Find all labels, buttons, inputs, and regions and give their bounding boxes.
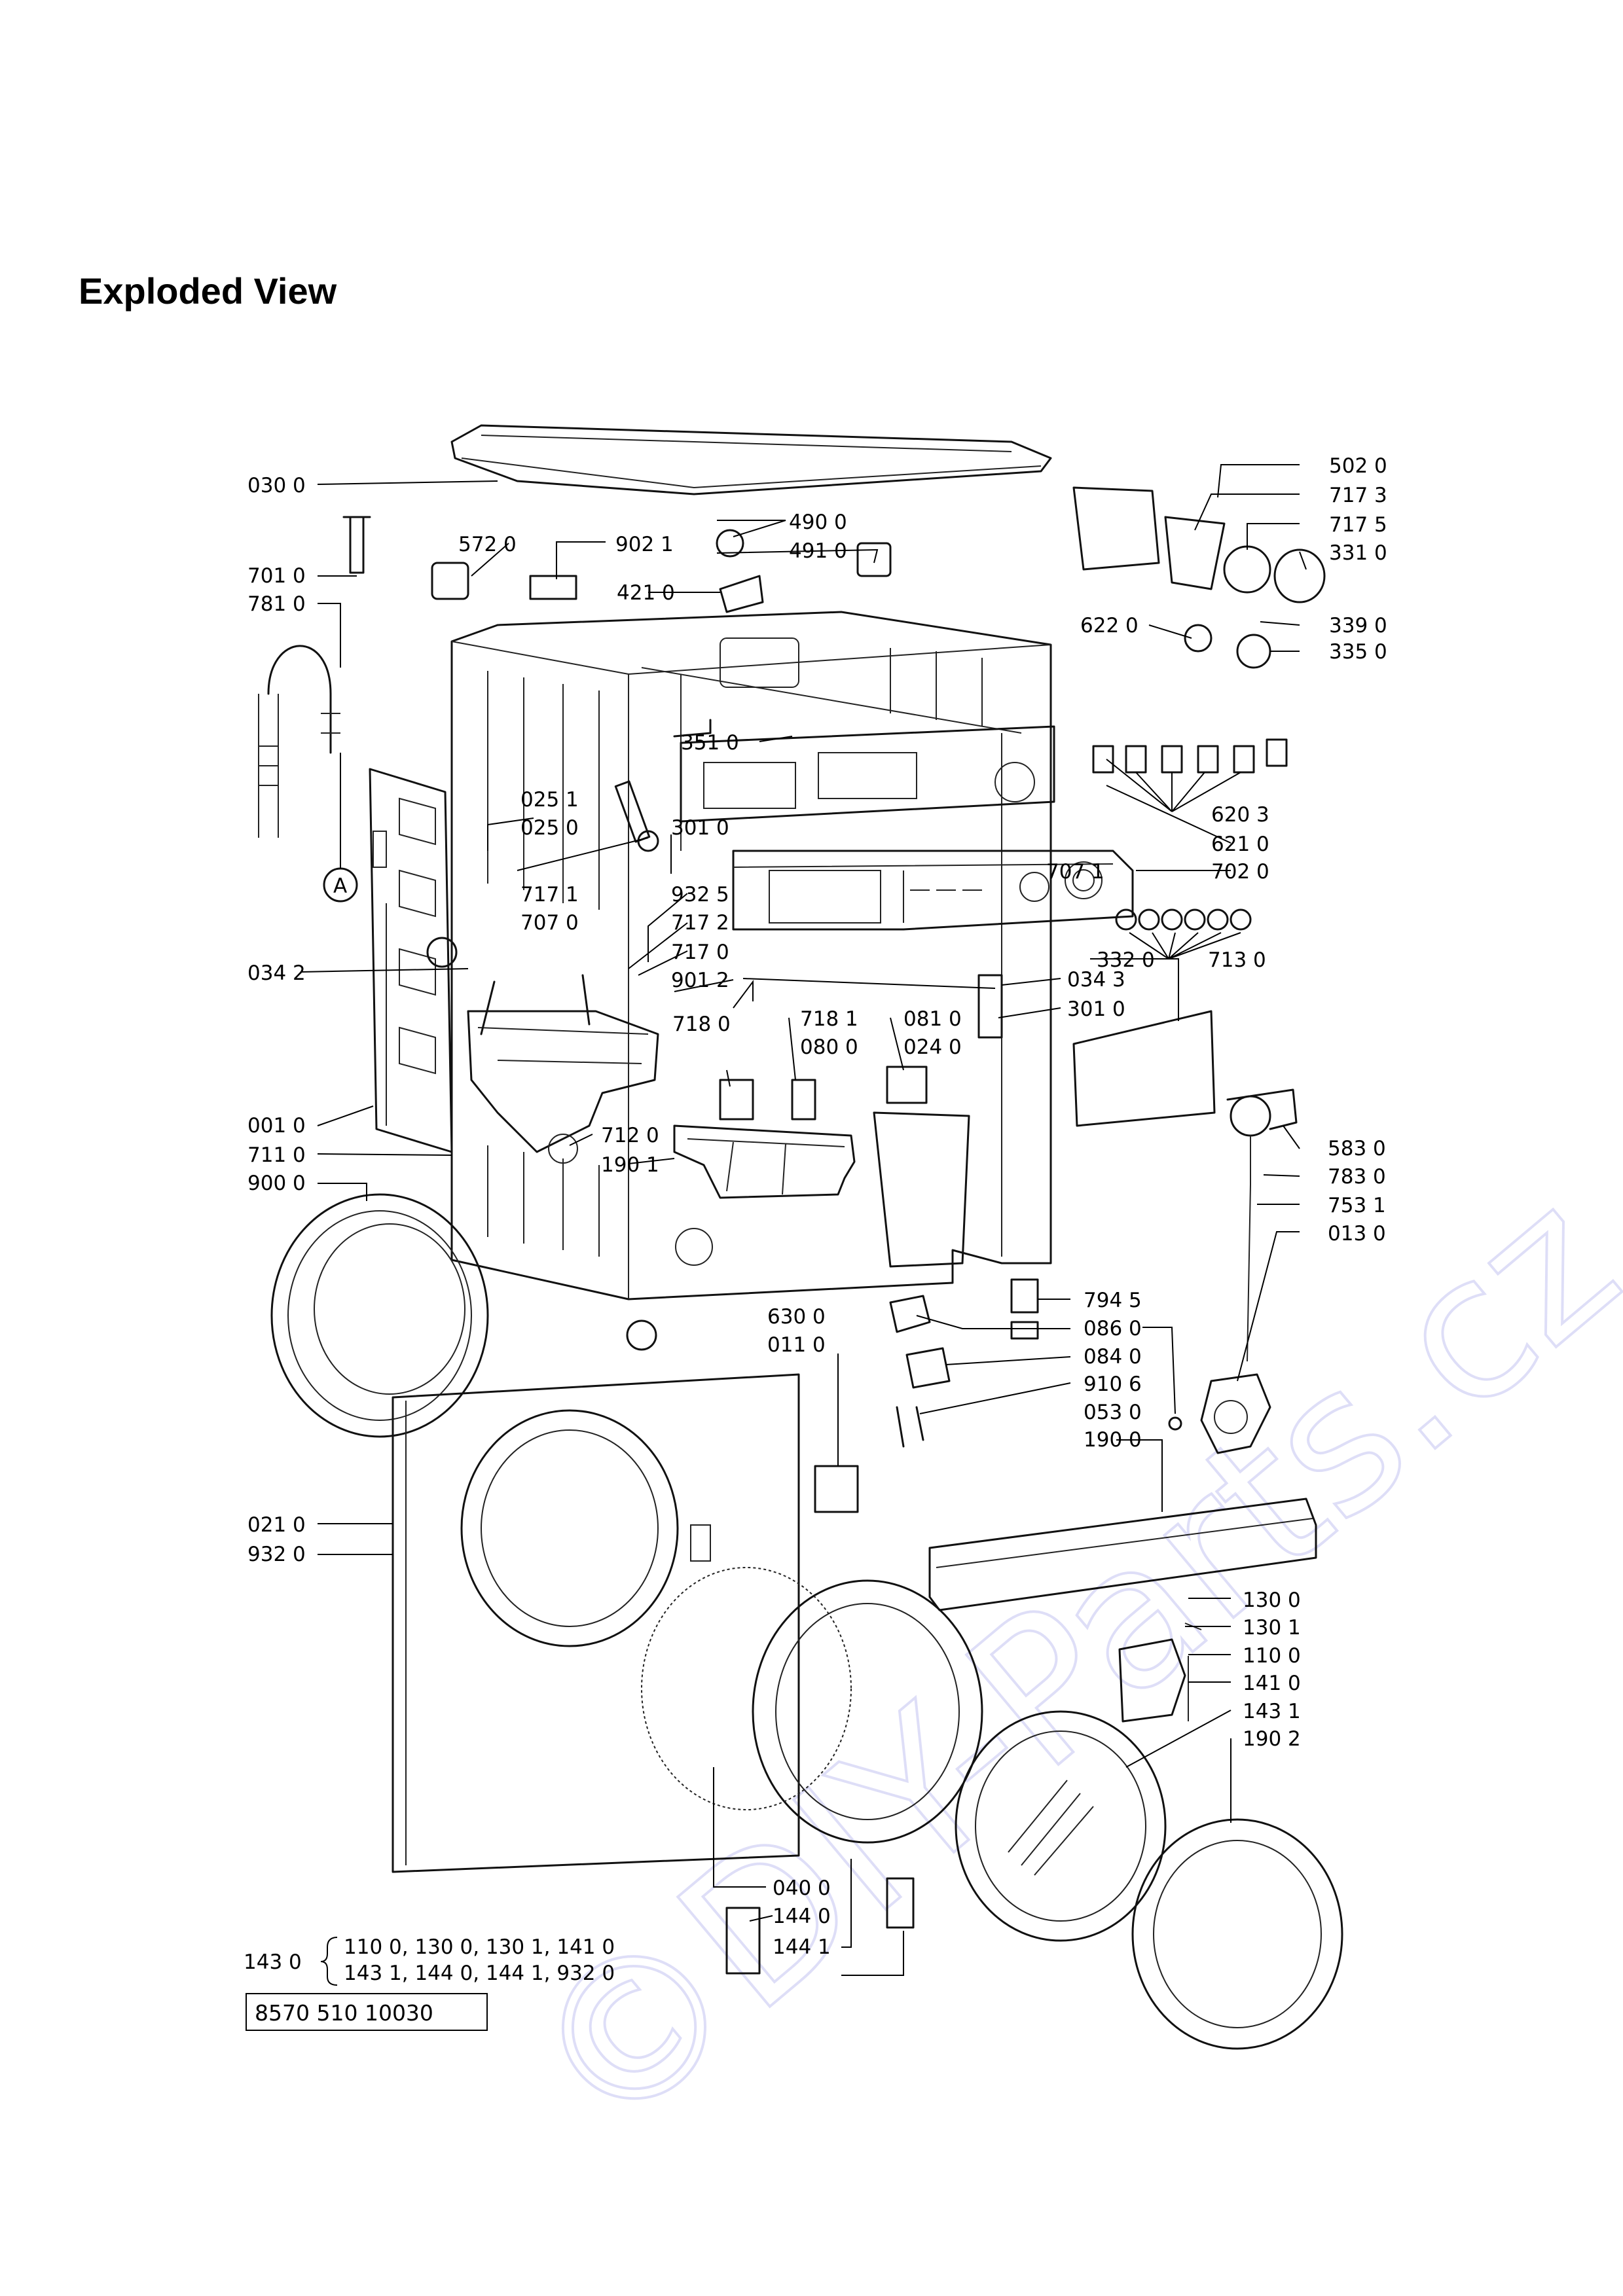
door-glass-part xyxy=(955,1710,1167,1942)
callout-label: 034 2 xyxy=(247,961,306,985)
leader-lines xyxy=(301,464,1307,1976)
callout-label: 783 0 xyxy=(1328,1165,1386,1189)
callout-label: 702 0 xyxy=(1211,860,1269,884)
kit-line-2: 143 1, 144 0, 144 1, 932 0 xyxy=(344,1962,615,1985)
callout-label: 130 0 xyxy=(1243,1588,1301,1612)
callout-label: 932 5 xyxy=(671,883,729,906)
callout-label: 621 0 xyxy=(1211,833,1269,856)
marker-a-label: A xyxy=(333,874,347,898)
page-title: Exploded View xyxy=(79,270,337,312)
watermark: ©DIY-Parts.cz xyxy=(488,1147,1623,2181)
door-seal-part xyxy=(270,1193,489,1438)
callout-label: 717 0 xyxy=(671,941,729,964)
callout-label: 024 0 xyxy=(903,1035,962,1059)
callout-label: 339 0 xyxy=(1329,614,1387,637)
callout-label: 143 1 xyxy=(1243,1700,1301,1723)
callout-label: 502 0 xyxy=(1329,454,1387,478)
callout-label: 025 0 xyxy=(520,816,579,840)
callout-label: 080 0 xyxy=(800,1035,858,1059)
callout-label: 013 0 xyxy=(1328,1222,1386,1246)
callout-label: 490 0 xyxy=(789,511,847,534)
callout-label: 718 1 xyxy=(800,1007,858,1031)
callout-label: 011 0 xyxy=(767,1333,826,1357)
marker-a: A xyxy=(323,753,358,903)
callout-label: 110 0 xyxy=(1243,1644,1301,1668)
small-parts xyxy=(342,486,1326,1975)
callout-label: 630 0 xyxy=(767,1305,826,1329)
callout-label: 040 0 xyxy=(773,1876,831,1900)
callout-label: 130 1 xyxy=(1243,1616,1301,1640)
callout-label: 583 0 xyxy=(1328,1137,1386,1160)
callout-label: 021 0 xyxy=(247,1513,306,1537)
callout-label: 421 0 xyxy=(617,581,675,605)
callout-label: 351 0 xyxy=(681,731,739,755)
callout-label: 711 0 xyxy=(247,1143,306,1167)
callout-label: 902 1 xyxy=(615,533,674,556)
callout-label: 622 0 xyxy=(1080,614,1139,637)
callout-label: 034 3 xyxy=(1067,968,1125,992)
callout-label: 620 3 xyxy=(1211,803,1269,827)
callout-label: 781 0 xyxy=(247,592,306,616)
callout-label: 910 6 xyxy=(1084,1372,1142,1396)
callout-label: 717 2 xyxy=(671,911,729,935)
callout-label: 025 1 xyxy=(520,788,579,812)
callout-label: 144 1 xyxy=(773,1935,831,1959)
callout-label: 086 0 xyxy=(1084,1317,1142,1340)
callout-label: 753 1 xyxy=(1328,1194,1386,1217)
callout-label: 701 0 xyxy=(247,564,306,588)
front-panel-part xyxy=(392,1373,800,1873)
callout-label: 718 0 xyxy=(672,1013,731,1036)
top-lid-part xyxy=(450,424,1052,495)
callout-label: 190 0 xyxy=(1084,1428,1142,1452)
callout-label: 932 0 xyxy=(247,1543,306,1566)
kickplate-part xyxy=(928,1498,1317,1611)
door-ring-part xyxy=(1131,1818,1343,2050)
part-number-box: 8570 510 10030 xyxy=(246,1993,488,2031)
drain-pump-part xyxy=(1200,1373,1271,1454)
part-number: 8570 510 10030 xyxy=(255,2000,433,2026)
inlet-hose-part xyxy=(258,645,340,838)
callout-label: 001 0 xyxy=(247,1114,306,1138)
callout-label: 190 1 xyxy=(601,1153,659,1177)
callout-label: 717 3 xyxy=(1329,484,1387,507)
control-board-part xyxy=(680,725,1055,823)
door-frame-part xyxy=(641,1567,983,1844)
callout-label: 717 5 xyxy=(1329,513,1387,537)
callout-label: 331 0 xyxy=(1329,541,1387,565)
rear-panel-part xyxy=(369,768,453,1153)
callout-label: 900 0 xyxy=(247,1172,306,1195)
callout-label: 901 2 xyxy=(671,969,729,992)
callout-label: 141 0 xyxy=(1243,1672,1301,1695)
callout-label: 707 0 xyxy=(520,911,579,935)
callout-label: 794 5 xyxy=(1084,1289,1142,1312)
callout-label: 717 1 xyxy=(520,883,579,906)
callout-label: 712 0 xyxy=(601,1124,659,1147)
kit-label: 143 0 xyxy=(244,1950,302,1974)
callout-label: 081 0 xyxy=(903,1007,962,1031)
callout-label: 301 0 xyxy=(671,816,729,840)
callout-label: 332 0 xyxy=(1097,948,1155,972)
kit-line-1: 110 0, 130 0, 130 1, 141 0 xyxy=(344,1935,615,1959)
callout-label: 713 0 xyxy=(1208,948,1266,972)
callout-label: 053 0 xyxy=(1084,1401,1142,1424)
kit-reference: 143 0 110 0, 130 0, 130 1, 141 0 143 1, … xyxy=(244,1935,615,1986)
callout-label: 491 0 xyxy=(789,539,847,563)
callout-label: 572 0 xyxy=(458,533,517,556)
callout-label: 084 0 xyxy=(1084,1345,1142,1369)
callout-label: 144 0 xyxy=(773,1905,831,1928)
callout-label: 301 0 xyxy=(1067,997,1125,1021)
control-panel-part xyxy=(732,850,1134,931)
callout-label: 707 1 xyxy=(1046,860,1104,884)
dispenser-housing-part xyxy=(467,1010,659,1164)
callout-labels: 030 0 572 0 902 1 490 0 491 0 421 0 701 … xyxy=(247,454,1387,1959)
callout-label: 190 2 xyxy=(1243,1727,1301,1751)
callout-label: 335 0 xyxy=(1329,640,1387,664)
dispenser-drawer-part xyxy=(673,1124,856,1199)
callout-label: 030 0 xyxy=(247,474,306,497)
